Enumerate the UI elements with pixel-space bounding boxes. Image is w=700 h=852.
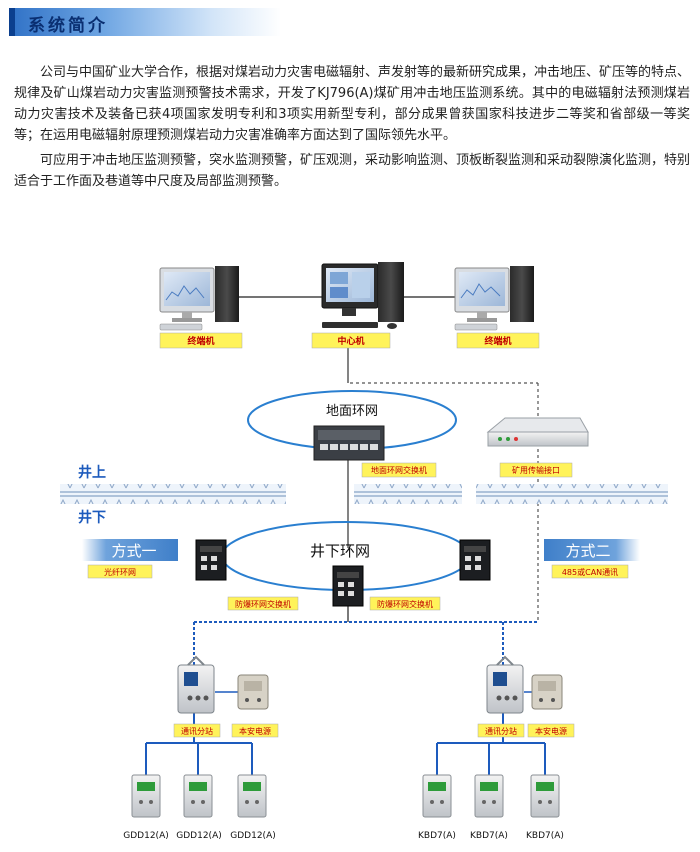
network-links — [145, 296, 546, 775]
substation-left-label: 通讯分站 — [181, 726, 213, 736]
center-label: 中心机 — [337, 335, 364, 347]
terminal-left-label: 终端机 — [186, 335, 214, 347]
ex-switch-left-device — [195, 539, 227, 581]
center-label-bg — [311, 332, 391, 349]
mode-one-sub: 光纤环网 — [104, 567, 136, 577]
sensor-kbd7-1 — [422, 774, 452, 818]
sensor-right-1-label: KBD7(A) — [418, 831, 456, 841]
substation-right-label-bg — [477, 723, 525, 738]
sensor-kbd7-3 — [530, 774, 560, 818]
sensor-left-3-label: GDD12(A) — [230, 831, 275, 841]
mine-transmission-interface — [486, 417, 589, 447]
surface-ring-switch — [313, 425, 385, 461]
mode-two-sub-bg — [551, 564, 629, 579]
intro-paragraph-2: 可应用于冲击地压监测预警，突水监测预警，矿压观测，采动影响监测、顶板断裂监测和采… — [14, 153, 691, 189]
substation-left-label-bg — [173, 723, 221, 738]
power-right-label: 本安电源 — [535, 726, 567, 736]
mine-interface-label: 矿用传输接口 — [512, 465, 560, 475]
surface-switch-label-bg — [361, 462, 437, 478]
surface-ring-label: 地面环网 — [326, 404, 378, 419]
terminal-computer-right — [454, 266, 534, 331]
sensor-gdd12-2 — [183, 774, 213, 818]
ground-gap-center — [286, 484, 354, 504]
mine-interface-label-bg — [499, 462, 573, 478]
ex-switch-right-label-bg — [369, 596, 441, 611]
sensor-right-2-label: KBD7(A) — [470, 831, 508, 841]
sensor-left-2-label: GDD12(A) — [176, 831, 221, 841]
section-title: 系统简介 — [28, 16, 108, 36]
ex-switch-left-label-bg — [227, 596, 299, 611]
underground-ring-label: 井下环网 — [310, 542, 370, 560]
terminal-right-label: 终端机 — [483, 335, 511, 347]
terminal-computer-left — [159, 266, 239, 331]
substation-right-device — [486, 655, 524, 714]
power-left-label: 本安电源 — [239, 726, 271, 736]
sensor-kbd7-2 — [474, 774, 504, 818]
below-ground-label: 井下 — [78, 509, 106, 526]
power-left-label-bg — [231, 723, 279, 738]
intro-paragraph-1: 公司与中国矿业大学合作，根据对煤岩动力灾害电磁辐射、声发射等的最新研究成果，冲击… — [14, 65, 691, 143]
section-header-marker — [9, 8, 15, 36]
mode-one-label: 方式一 — [111, 542, 156, 560]
surface-switch-label: 地面环网交换机 — [371, 465, 427, 475]
power-left-device — [237, 674, 269, 710]
ex-switch-center-device — [332, 565, 364, 607]
mode-one-sub-bg — [87, 564, 153, 579]
mode-two-label: 方式二 — [565, 542, 610, 560]
section-header-band — [9, 8, 281, 36]
ground-surface-band — [60, 484, 668, 504]
ground-gap-right — [462, 484, 476, 504]
terminal-left-label-bg — [159, 332, 243, 349]
terminal-right-label-bg — [456, 332, 540, 349]
above-ground-label: 井上 — [78, 464, 106, 481]
substation-left-device — [177, 655, 215, 714]
substation-right-label: 通讯分站 — [485, 726, 517, 736]
mode-two-sub: 485或CAN通讯 — [562, 567, 618, 577]
power-right-device — [531, 674, 563, 710]
ex-switch-right-label: 防爆环网交换机 — [377, 599, 433, 609]
intro-text: 公司与中国矿业大学合作，根据对煤岩动力灾害电磁辐射、声发射等的最新研究成果，冲击… — [14, 62, 690, 192]
power-right-label-bg — [527, 723, 575, 738]
mode-two-box — [544, 539, 640, 561]
sensor-gdd12-1 — [131, 774, 161, 818]
sensor-right-3-label: KBD7(A) — [526, 831, 564, 841]
sensor-gdd12-3 — [237, 774, 267, 818]
ex-switch-right-device — [459, 539, 491, 581]
ex-switch-left-label: 防爆环网交换机 — [235, 599, 291, 609]
sensor-left-1-label: GDD12(A) — [123, 831, 168, 841]
center-computer — [321, 262, 404, 329]
mode-one-box — [82, 539, 178, 561]
